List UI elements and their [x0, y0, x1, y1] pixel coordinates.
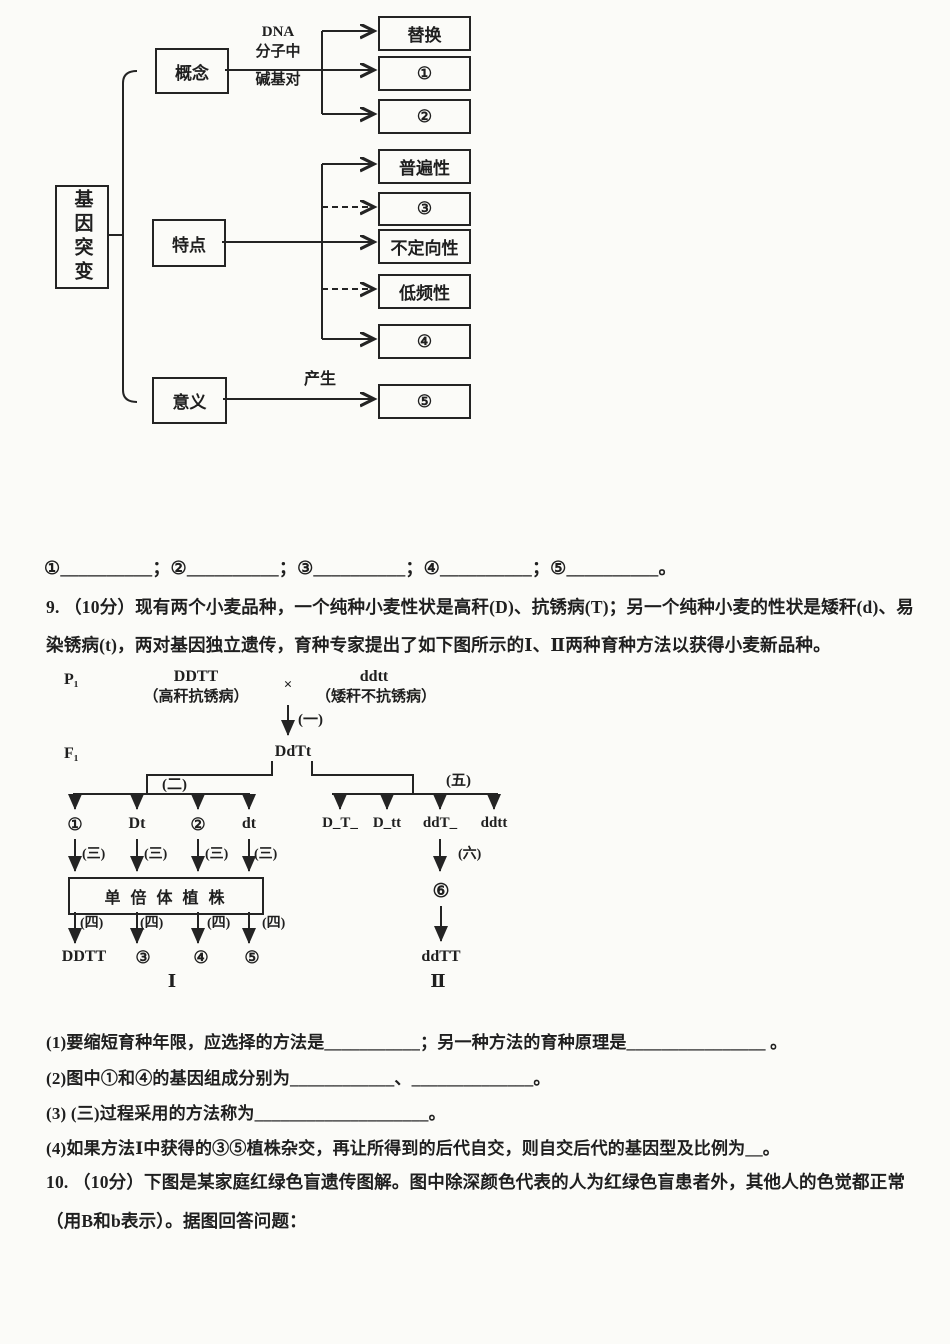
target-label: 替换 — [407, 26, 442, 45]
method-1-label: Ⅰ — [167, 971, 177, 991]
question-9-sub-3: (3) (三)过程采用的方法称为____________________。 — [46, 1104, 446, 1123]
target-box-blank5: ⑤ — [378, 384, 471, 419]
p1-generation-label: P₁ — [64, 671, 79, 688]
f2-genotype-D_T_: D_T_ — [322, 815, 358, 831]
target-label: 不定向性 — [390, 239, 459, 258]
step-3-label: (三) — [254, 847, 278, 862]
step-3-label: (三) — [144, 847, 168, 862]
target-box-blank2: ② — [378, 99, 471, 134]
branch-box-concept: 概念 — [155, 48, 229, 94]
doubled-blank4: ④ — [193, 948, 209, 967]
edge-label-dna: DNA — [261, 24, 295, 40]
edge-label-molecule: 分子中 — [255, 44, 301, 60]
gamete-blank1: ① — [67, 815, 83, 834]
branch-meaning-label: 意义 — [172, 393, 207, 412]
f2-genotype-ddtt: ddtt — [480, 815, 508, 831]
wheat-breeding-diagram: P₁ DDTT （高秆抗锈病） × ddtt （矮秆不抗锈病） (一) F₁ D… — [0, 665, 560, 1000]
question-9-sub-4: (4)如果方法Ⅰ中获得的③⑤植株杂交，再让所得到的后代自交，则自交后代的基因型及… — [46, 1139, 780, 1158]
question-9-text: 9. （10分）现有两个小麦品种，一个纯种小麦性状是高秆(D)、抗锈病(T)；另… — [46, 597, 914, 655]
target-box-universality: 普遍性 — [378, 149, 471, 184]
gamete-dt: dt — [241, 815, 257, 832]
method-2-label: Ⅱ — [430, 971, 446, 991]
parent1-genotype: DDTT — [173, 668, 219, 685]
f1-genotype: DdTt — [274, 743, 312, 760]
step-4-label: (四) — [207, 916, 231, 931]
branch-concept-label: 概念 — [175, 63, 209, 83]
target-box-blank4: ④ — [378, 324, 471, 359]
target-box-lowfrequency: 低频性 — [378, 274, 471, 309]
f2-genotype-ddT_: ddT_ — [422, 815, 458, 831]
step-3-label: (三) — [205, 847, 229, 862]
target-label: ① — [416, 63, 433, 83]
parent1-phenotype: （高秆抗锈病） — [143, 689, 249, 705]
doubled-blank5: ⑤ — [244, 948, 260, 967]
doubled-DDTT: DDTT — [61, 948, 107, 965]
step-4-label: (四) — [140, 916, 164, 931]
step-5-label: (五) — [446, 773, 471, 789]
step-2-label: (二) — [162, 777, 187, 793]
target-label: ③ — [416, 199, 433, 218]
gamete-blank2: ② — [190, 815, 206, 834]
target-label: ② — [416, 106, 433, 126]
target-label: 普遍性 — [399, 159, 450, 178]
target-label: ⑤ — [416, 391, 433, 411]
circle-6-node: ⑥ — [432, 881, 450, 902]
target-box-blank1: ① — [378, 56, 471, 91]
question-9-sub-2: (2)图中①和④的基因组成分别为____________、___________… — [46, 1069, 551, 1088]
method2-result-ddTT: ddTT — [421, 948, 461, 965]
step-3-label: (三) — [82, 847, 106, 862]
breeding-connectors — [68, 705, 501, 944]
target-label: 低频性 — [399, 284, 450, 303]
edge-label-basepair: 碱基对 — [255, 72, 301, 88]
question-9-sub-1: (1)要缩短育种年限，应选择的方法是___________；另一种方法的育种原理… — [46, 1033, 788, 1052]
gene-mutation-diagram: 基因突变 概念 特点 意义 DNA 分子中 碱基对 产生 替换 ① ② 普遍性 … — [0, 0, 560, 440]
branch-feature-label: 特点 — [172, 235, 206, 255]
branch-box-feature: 特点 — [152, 219, 226, 267]
target-box-substitution: 替换 — [378, 16, 471, 51]
edge-label-produce: 产生 — [303, 371, 336, 388]
gamete-Dt: Dt — [128, 815, 146, 832]
parent2-phenotype: （矮秆不抗锈病） — [315, 689, 437, 705]
root-label: 基因突变 — [71, 189, 93, 285]
haploid-plants-box: 单 倍 体 植 株 — [68, 877, 264, 915]
branch-box-meaning: 意义 — [152, 377, 227, 424]
step-4-label: (四) — [262, 916, 286, 931]
step-6-label: (六) — [458, 847, 482, 862]
haploid-plants-label: 单 倍 体 植 株 — [104, 890, 228, 907]
target-box-blank3: ③ — [378, 192, 471, 226]
cross-symbol: × — [283, 677, 293, 693]
question-10-text: 10. （10分）下图是某家庭红绿色盲遗传图解。图中除深颜色代表的人为红绿色盲患… — [46, 1172, 906, 1231]
step-1-label: (一) — [298, 712, 323, 728]
target-box-nondirectional: 不定向性 — [378, 229, 471, 264]
f1-generation-label: F₁ — [64, 745, 79, 762]
doubled-blank3: ③ — [135, 948, 151, 967]
step-4-label: (四) — [80, 916, 104, 931]
target-label: ④ — [416, 331, 433, 351]
parent2-genotype: ddtt — [359, 668, 389, 685]
fill-in-blanks-line: ①__________；②__________；③__________；④___… — [44, 558, 677, 578]
gene-mutation-connectors — [107, 0, 560, 440]
f2-genotype-D_tt: D_tt — [372, 815, 402, 831]
root-box-gene-mutation: 基因突变 — [55, 185, 109, 289]
